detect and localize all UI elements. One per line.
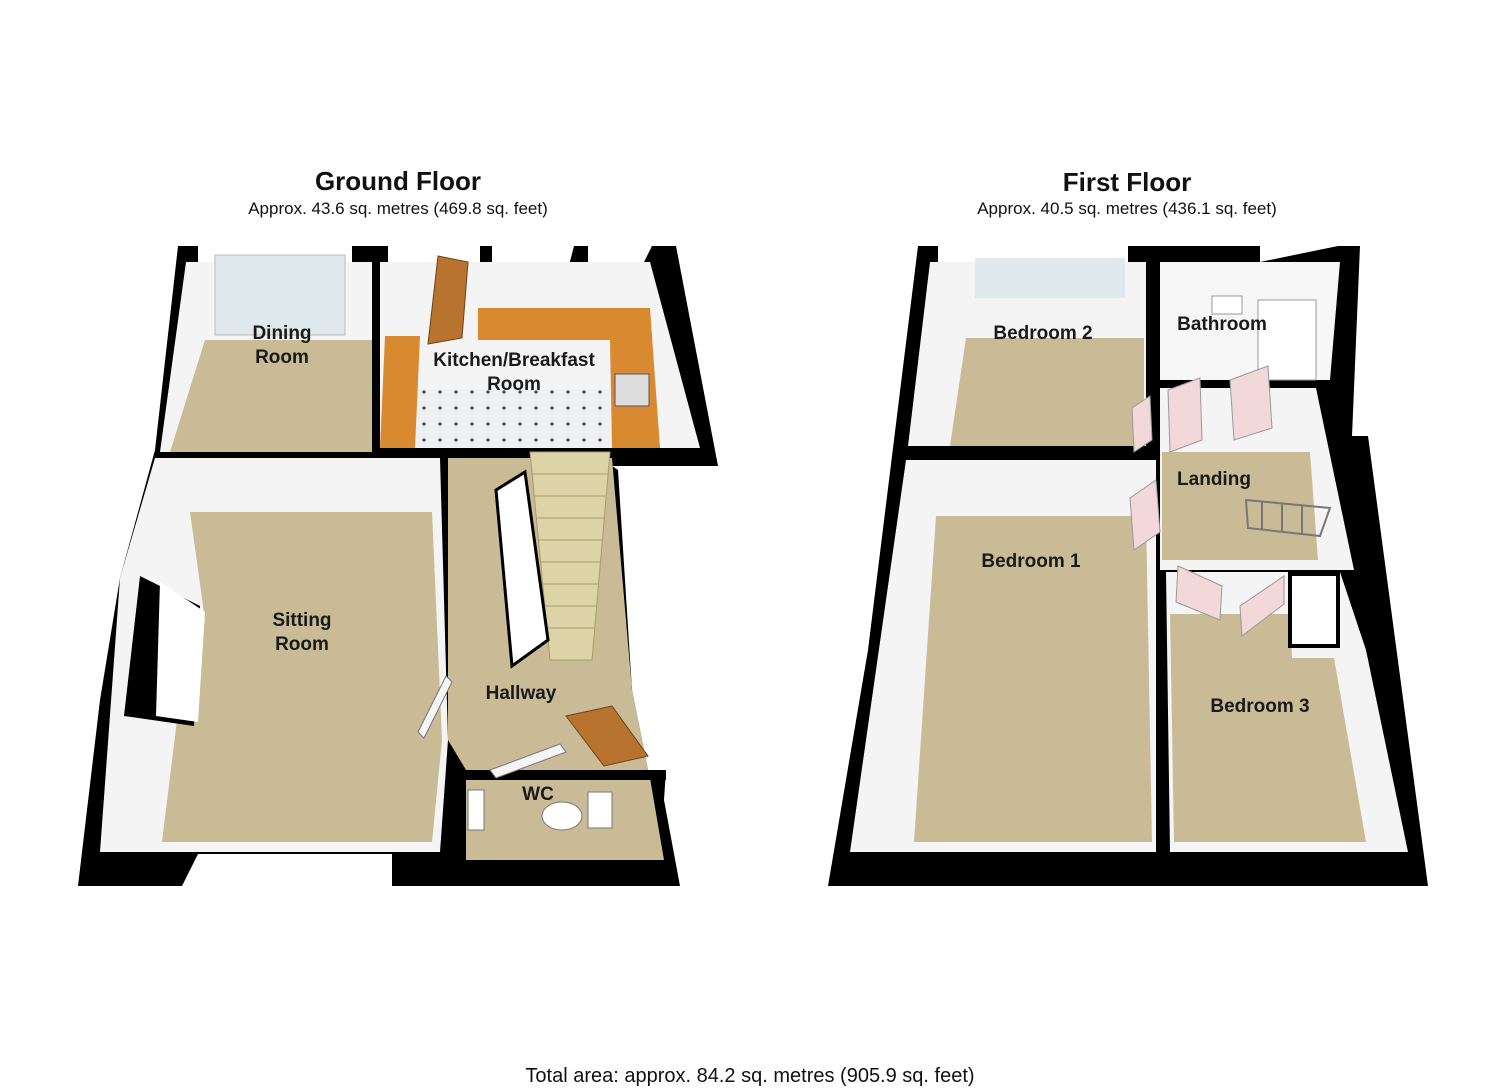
bedroom2-carpet <box>950 338 1144 446</box>
room-label-bathroom: Bathroom <box>1177 314 1267 335</box>
bathroom-door <box>1229 365 1273 441</box>
room-label-sitting: Sitting Room <box>272 610 332 655</box>
ground-floor-plan <box>78 246 718 886</box>
ground-floor-area: Approx. 43.6 sq. metres (469.8 sq. feet) <box>248 199 548 218</box>
room-label-bedroom3: Bedroom 3 <box>1210 696 1310 717</box>
first-floor-plan <box>828 246 1428 886</box>
wc-door <box>489 743 567 779</box>
bedroom3-door <box>1175 565 1223 621</box>
bedroom3-carpet <box>1170 614 1366 842</box>
sitting-room-door <box>417 675 453 739</box>
kitchen-worktop-top <box>478 308 660 448</box>
dining-room-carpet <box>170 340 372 452</box>
kitchen-door <box>427 255 469 345</box>
wc-wall <box>456 770 666 780</box>
wardrobe-door <box>1239 575 1285 637</box>
bedroom2-door <box>1131 395 1153 453</box>
front-door <box>565 705 649 767</box>
bedroom1-carpet <box>914 516 1152 842</box>
room-label-bedroom2: Bedroom 2 <box>993 323 1093 344</box>
total-area: Total area: approx. 84.2 sq. metres (905… <box>525 1065 975 1087</box>
wc-basin <box>467 789 485 831</box>
chimney-face <box>156 582 205 722</box>
room-label-dining: Dining Room <box>252 323 312 368</box>
staircase <box>529 451 611 661</box>
toilet-cistern <box>587 791 613 829</box>
cupboard-door <box>1167 377 1203 453</box>
bathroom-basin <box>1211 295 1243 315</box>
room-label-bedroom1: Bedroom 1 <box>981 551 1081 572</box>
bedroom1-door <box>1129 479 1161 551</box>
room-label-wc: WC <box>522 784 554 805</box>
dining-window <box>214 254 346 336</box>
room-label-landing: Landing <box>1177 469 1251 490</box>
stair-balustrade <box>1244 498 1332 538</box>
stair-wall <box>494 469 550 669</box>
toilet-bowl <box>541 801 583 831</box>
stair-treads <box>532 473 608 629</box>
kitchen-worktop-left <box>380 336 420 448</box>
wardrobe <box>1288 572 1340 648</box>
first-floor-area: Approx. 40.5 sq. metres (436.1 sq. feet) <box>977 199 1277 218</box>
ground-floor-title: Ground Floor <box>314 166 482 196</box>
hob <box>614 373 650 407</box>
room-label-hallway: Hallway <box>485 683 557 704</box>
bedroom2-window <box>975 258 1125 298</box>
landing-carpet <box>1162 452 1318 560</box>
room-label-kitchen: Kitchen/Breakfast Room <box>433 350 595 395</box>
first-floor-title: First Floor <box>1062 167 1192 197</box>
sitting-room-carpet <box>162 512 442 842</box>
kitchen-tiles <box>400 390 610 448</box>
